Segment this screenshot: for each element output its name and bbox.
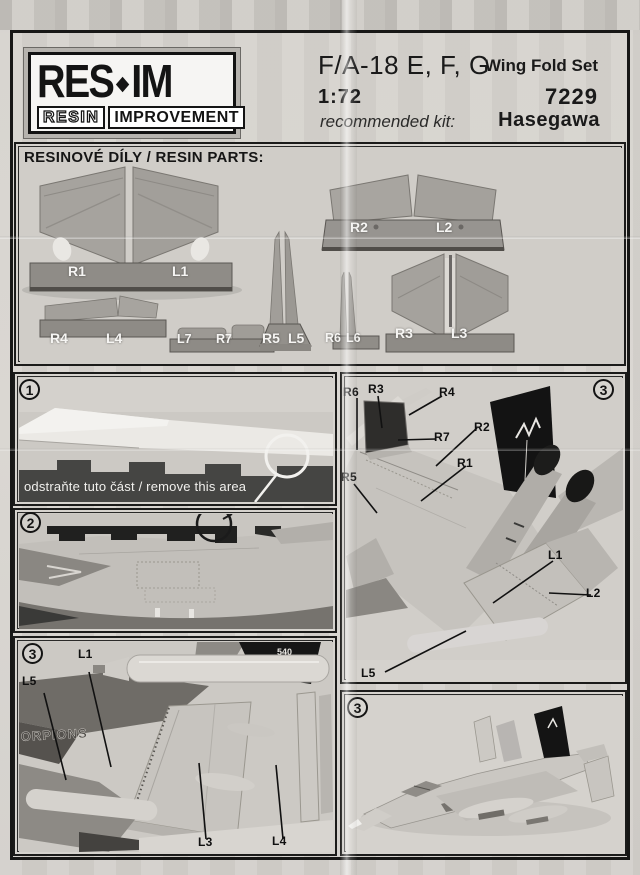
step1-number-badge: 1	[19, 379, 40, 400]
part-label-r4: R4	[50, 330, 68, 346]
product-title: F/A-18 E, F, G	[318, 50, 490, 80]
step3-final-number: 3	[353, 699, 362, 716]
part-l7-r7-shape	[169, 324, 275, 353]
step2-number-badge: 2	[20, 512, 41, 533]
brand-logo: RES IM RESIN IMPROVEMENT	[28, 52, 246, 134]
logo-im-text: IM	[131, 55, 173, 107]
part-label-l7: L7	[177, 332, 192, 346]
product-number: 7229	[545, 84, 598, 109]
step3-left-photo: ORPIONS 540	[19, 642, 333, 852]
logo-res-text: RES	[37, 55, 115, 107]
part-label-r2: R2	[350, 219, 368, 235]
recommended-kit-label: recommended kit:	[320, 112, 456, 131]
step3-final-number-badge: 3	[347, 697, 368, 718]
step-panel-3-right	[340, 372, 627, 684]
parts-section-title: RESINOVÉ DÍLY / RESIN PARTS:	[24, 149, 264, 166]
step3-right-photo	[346, 378, 623, 680]
step1-photo	[19, 378, 333, 502]
part-label-r1: R1	[68, 263, 86, 279]
step3-right-leader-lines	[353, 395, 592, 673]
fin-marking-text: 540	[277, 647, 292, 657]
step2-photo	[19, 514, 333, 629]
step-panel-1	[13, 372, 337, 506]
logo-improvement-text: IMPROVEMENT	[108, 106, 246, 129]
callout-r6: R6	[343, 385, 359, 399]
step3-right-number-badge: 3	[593, 379, 614, 400]
callout-l4-left: L4	[272, 834, 287, 848]
part-label-l2: L2	[436, 219, 453, 235]
part-label-l6: L6	[346, 331, 361, 345]
step2-number: 2	[26, 514, 35, 531]
callout-l3-left: L3	[198, 835, 213, 849]
part-label-l4: L4	[106, 330, 123, 346]
part-label-r7: R7	[216, 332, 232, 346]
part-r3-l3-shape	[385, 253, 515, 353]
step3-left-number: 3	[28, 645, 37, 662]
logo-resin-text: RESIN	[37, 106, 106, 129]
callout-r2: R2	[474, 420, 490, 434]
callout-l2: L2	[586, 586, 601, 600]
callout-r5: R5	[341, 470, 357, 484]
logo-wordmark: RES IM	[37, 57, 202, 105]
part-label-r6: R6	[325, 331, 341, 345]
scan-margin-texture	[0, 0, 640, 30]
callout-l1-right: L1	[548, 548, 563, 562]
callout-r3: R3	[368, 382, 384, 396]
callout-l1-left: L1	[78, 647, 93, 661]
resin-parts-box	[14, 142, 626, 366]
callout-l5-left: L5	[22, 674, 37, 688]
diamond-separator-icon	[115, 76, 129, 92]
step3-left-number-badge: 3	[22, 643, 43, 664]
set-name: Wing Fold Set	[484, 56, 598, 75]
part-r4-l4-shape	[39, 295, 167, 338]
part-label-l1: L1	[172, 263, 189, 279]
part-label-r5: R5	[262, 330, 280, 346]
logo-subline: RESIN IMPROVEMENT	[37, 106, 246, 129]
part-label-l3: L3	[451, 325, 468, 341]
callout-r7: R7	[434, 430, 450, 444]
recommended-kit-value: Hasegawa	[498, 109, 600, 131]
resin-parts-photo	[20, 148, 624, 364]
step1-caption: odstraňte tuto část / remove this area	[24, 479, 247, 494]
scale-label: 1:72	[318, 86, 363, 108]
step3-right-number: 3	[599, 381, 608, 398]
step-panel-3-left: ORPIONS 540	[13, 636, 337, 856]
callout-r4: R4	[439, 385, 455, 399]
part-label-l5: L5	[288, 330, 305, 346]
outer-frame	[10, 30, 630, 860]
step3-final-photo	[346, 696, 623, 852]
step-panel-3-final	[340, 690, 627, 856]
callout-l5-right: L5	[361, 666, 376, 680]
step1-number: 1	[25, 381, 34, 398]
part-label-r3: R3	[395, 325, 413, 341]
step-panel-2	[13, 508, 337, 633]
callout-r1: R1	[457, 456, 473, 470]
part-r5-l5-shape	[259, 230, 312, 351]
part-r1-l1-shape	[22, 166, 242, 300]
step3-left-leader-lines	[43, 671, 284, 840]
